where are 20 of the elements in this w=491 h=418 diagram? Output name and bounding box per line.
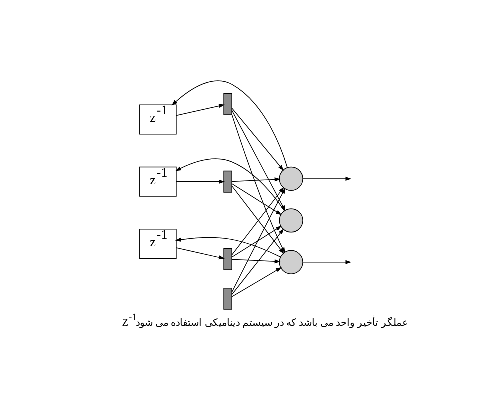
node-circle bbox=[279, 166, 304, 191]
arrow bbox=[176, 179, 225, 184]
arrow bbox=[232, 177, 281, 182]
arrow bbox=[232, 258, 281, 264]
node-bar bbox=[224, 170, 232, 192]
arrow bbox=[175, 236, 282, 258]
node-circle bbox=[279, 208, 304, 232]
node-bar bbox=[224, 287, 232, 310]
arrow bbox=[176, 104, 225, 116]
node-bar bbox=[224, 248, 232, 270]
node-circle bbox=[279, 250, 304, 274]
arrow bbox=[172, 80, 288, 168]
node-bar bbox=[224, 92, 232, 115]
arrow bbox=[232, 107, 284, 170]
arrow bbox=[232, 226, 282, 258]
arrow bbox=[232, 266, 282, 297]
arrow bbox=[232, 183, 282, 215]
arrow bbox=[176, 247, 225, 260]
arrow bbox=[302, 260, 352, 264]
arrow bbox=[302, 176, 352, 181]
